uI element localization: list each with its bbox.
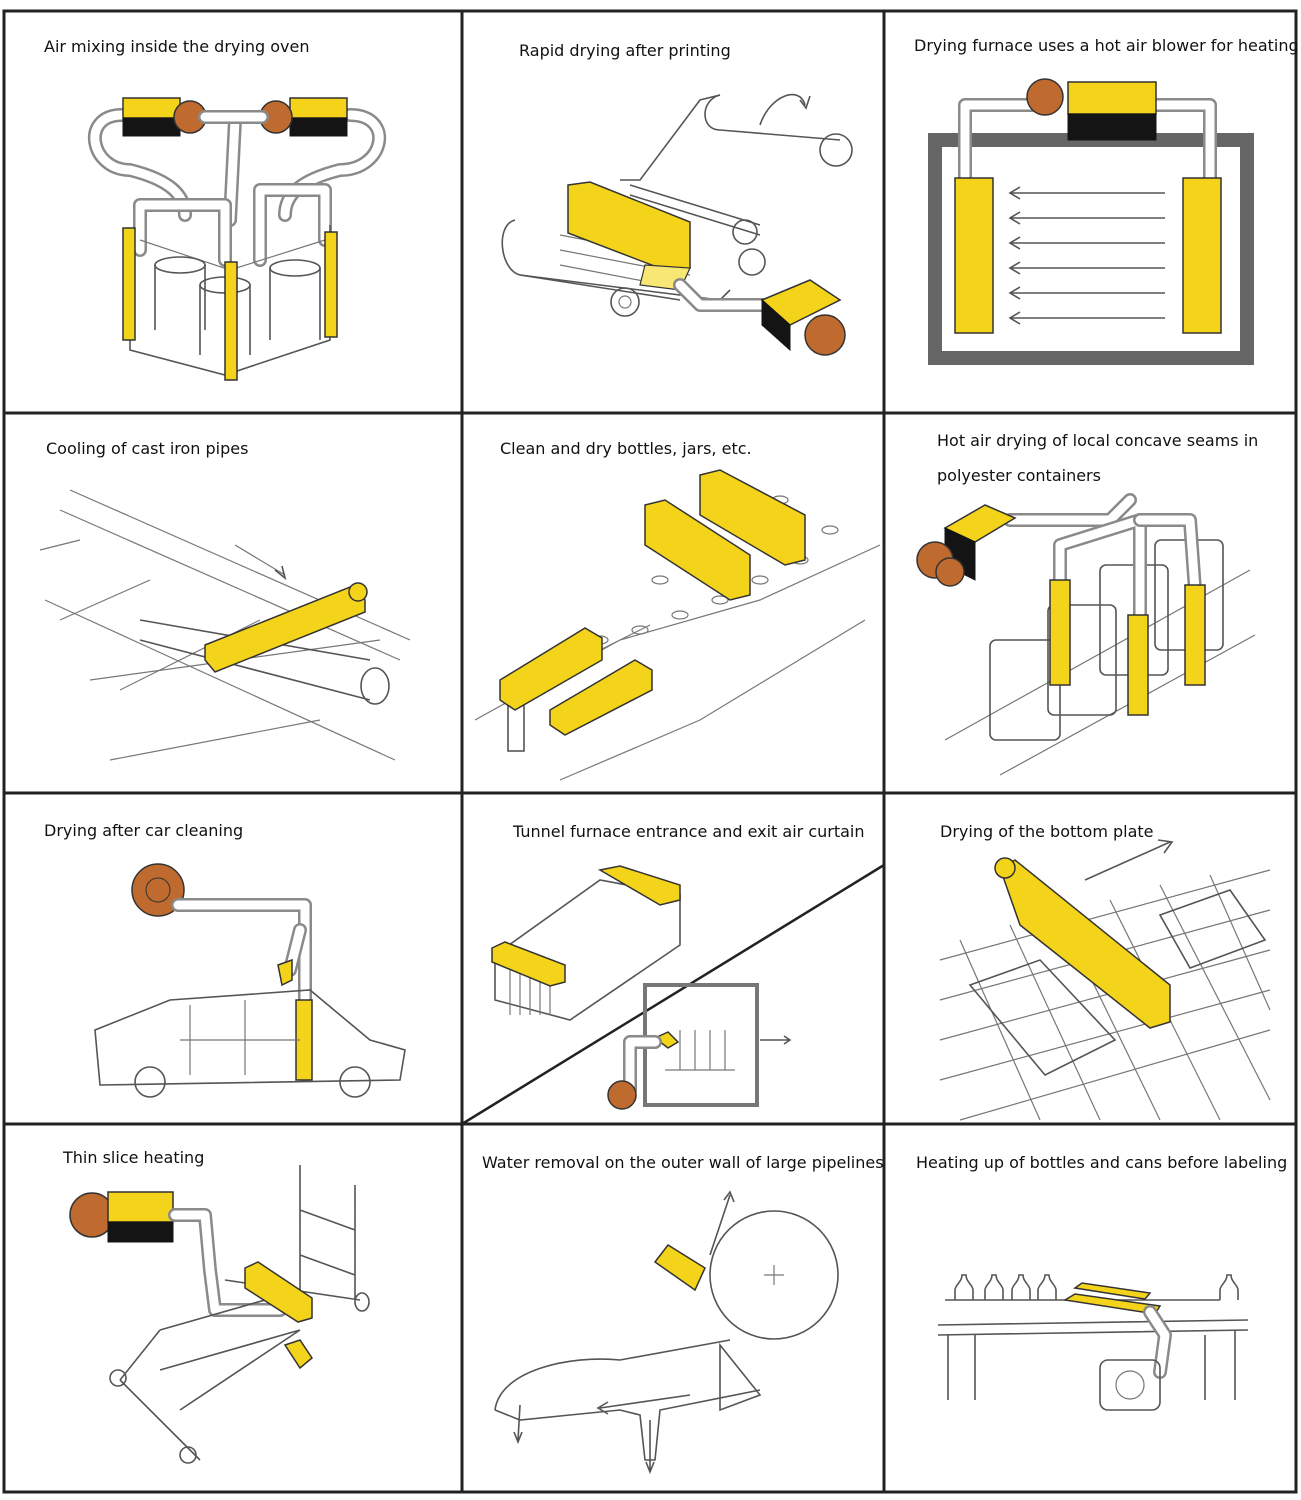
caption-thin-slice: Thin slice heating: [63, 1148, 205, 1167]
illustration-pipeline-water-removal: [494, 1190, 839, 1475]
illustration-polyester-containers: [916, 493, 1256, 776]
caption-bottles-jars: Clean and dry bottles, jars, etc.: [500, 439, 752, 458]
caption-air-mixing-oven: Air mixing inside the drying oven: [44, 37, 310, 56]
caption-bottom-plate: Drying of the bottom plate: [940, 822, 1154, 841]
caption-polyester-line1: Hot air drying of local concave seams in: [937, 431, 1259, 450]
caption-polyester-line2: polyester containers: [937, 466, 1101, 485]
illustration-thin-slice: [69, 1165, 370, 1464]
caption-pipeline-water: Water removal on the outer wall of large…: [482, 1153, 884, 1172]
caption-bottles-labeling: Heating up of bottles and cans before la…: [916, 1153, 1288, 1172]
illustration-bottom-plate: [939, 839, 1271, 1121]
caption-tunnel-furnace: Tunnel furnace entrance and exit air cur…: [513, 822, 865, 841]
caption-rapid-drying-printing: Rapid drying after printing: [519, 41, 731, 60]
caption-car-cleaning: Drying after car cleaning: [44, 821, 244, 840]
illustration-printing-dryer: [501, 93, 853, 356]
illustration-car-drying: [94, 863, 406, 1098]
illustration-drying-furnace: [928, 78, 1254, 365]
illustration-cast-iron-pipes: [39, 489, 411, 761]
caption-cast-iron-pipes: Cooling of cast iron pipes: [46, 439, 249, 458]
illustration-tunnel-furnace: [461, 863, 885, 1126]
caption-drying-furnace: Drying furnace uses a hot air blower for…: [914, 36, 1299, 55]
illustration-bottle-labeling: [937, 1274, 1249, 1411]
grid-lines: [2, 9, 1298, 1494]
illustration-air-mixing-oven: [87, 97, 387, 381]
illustration-bottle-line: [474, 469, 881, 781]
